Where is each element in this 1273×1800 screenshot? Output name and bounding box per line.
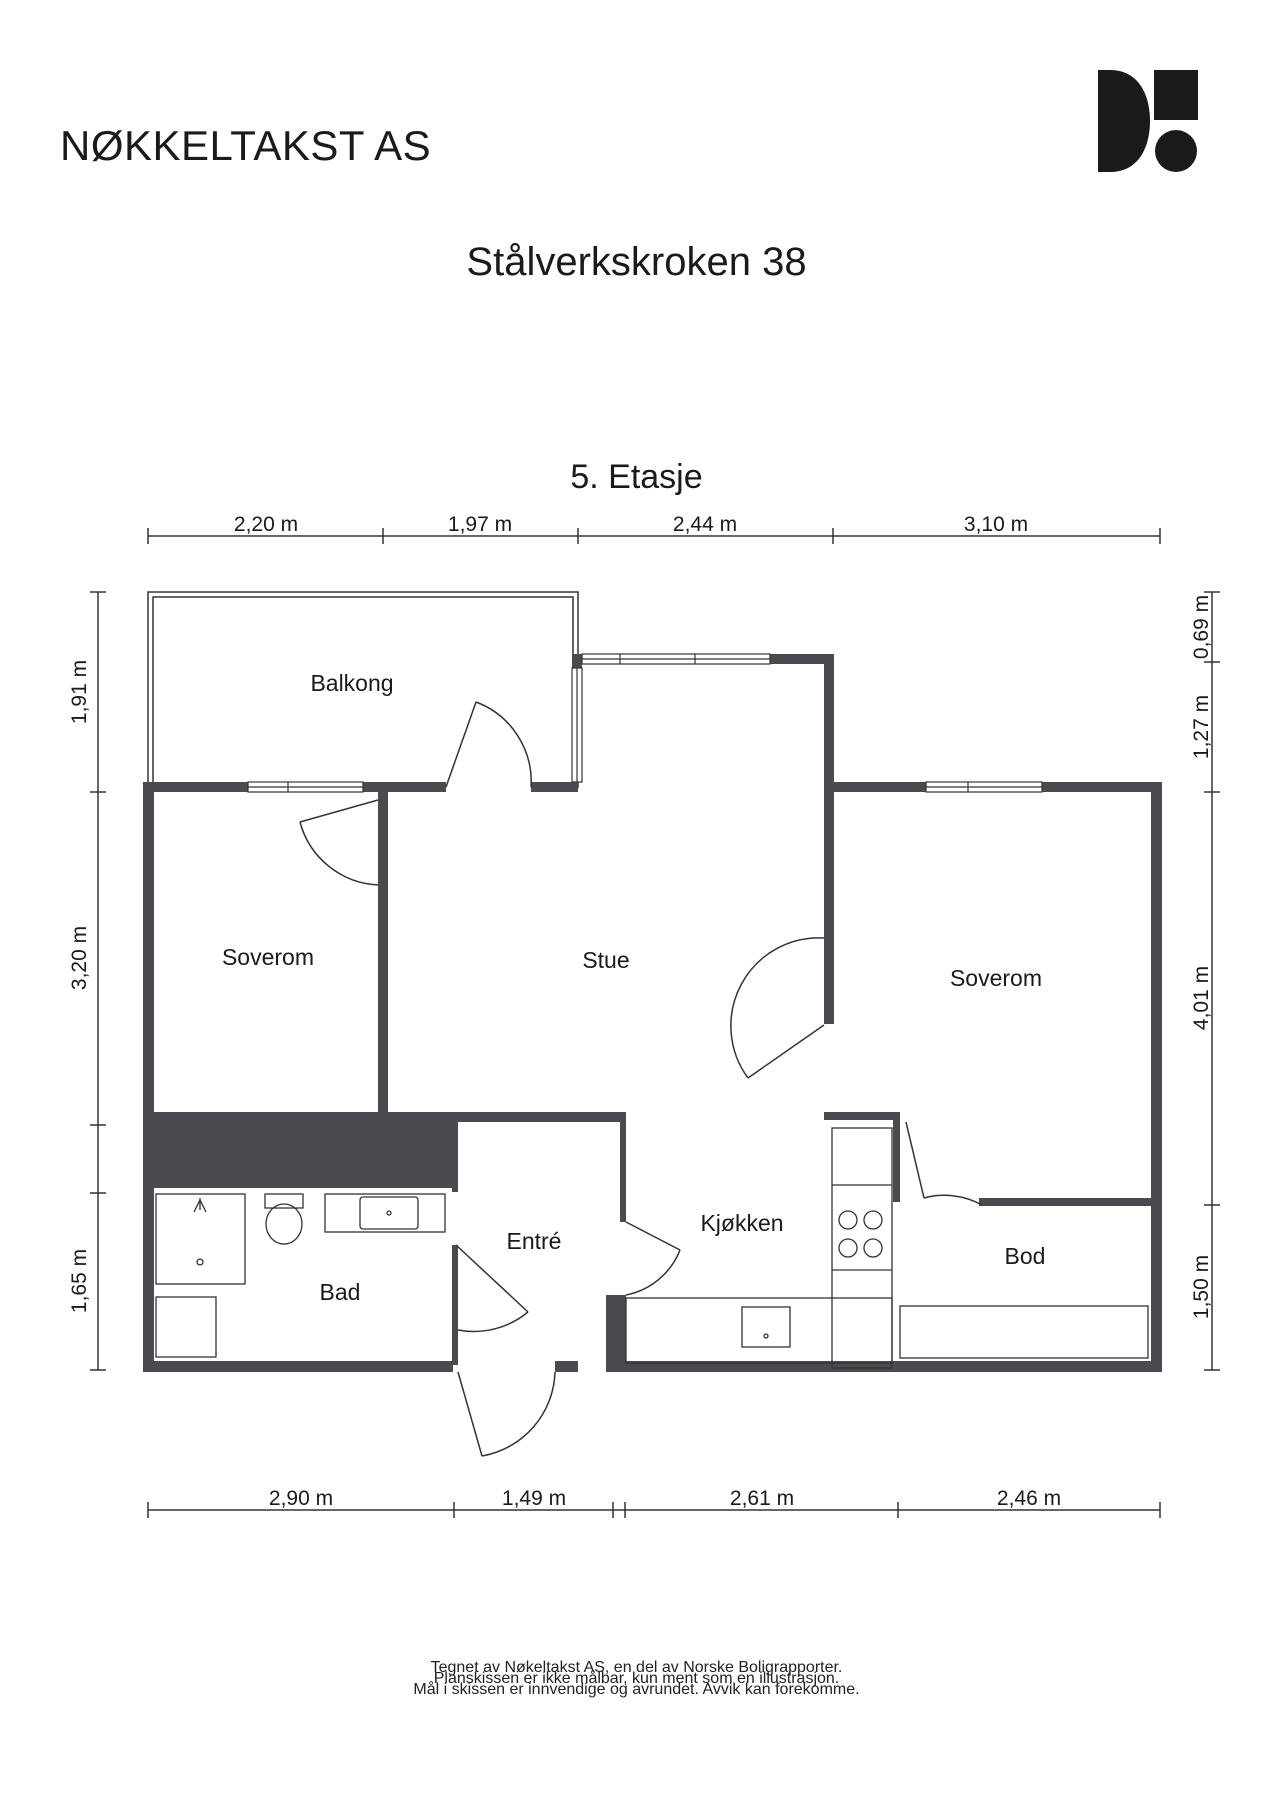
dim-left-3: 1,65 m xyxy=(68,1249,91,1313)
windows xyxy=(247,653,1043,793)
dimension-labels: 2,20 m 1,97 m 2,44 m 3,10 m 2,90 m 1,49 … xyxy=(68,513,1213,1510)
room-soverom-right: Soverom xyxy=(950,965,1042,991)
room-labels: Balkong Soverom Stue Soverom Entré Kjøkk… xyxy=(222,670,1045,1305)
company-name: NØKKELTAKST AS xyxy=(60,122,432,169)
dim-left-2: 3,20 m xyxy=(68,926,91,990)
dim-top-3: 2,44 m xyxy=(673,513,737,536)
room-balkong: Balkong xyxy=(310,670,393,696)
dim-bottom-2: 1,49 m xyxy=(502,1487,566,1510)
dim-right-4: 1,50 m xyxy=(1190,1255,1213,1319)
doors xyxy=(299,701,983,1457)
footer-line-3: Mål i skissen er innvendige og avrundet.… xyxy=(413,1681,860,1698)
dim-left-1: 1,91 m xyxy=(68,660,91,724)
room-stue: Stue xyxy=(582,947,629,973)
company-logo xyxy=(1098,70,1198,172)
footer-line-2: Planskissen er ikke målbar, kun ment som… xyxy=(433,1670,840,1687)
room-bad: Bad xyxy=(320,1279,361,1305)
dim-right-1: 0,69 m xyxy=(1190,595,1213,659)
dim-bottom-3: 2,61 m xyxy=(730,1487,794,1510)
fixtures xyxy=(155,1127,1149,1369)
room-bod: Bod xyxy=(1005,1243,1046,1269)
floor-label: 5. Etasje xyxy=(570,458,703,496)
room-kjokken: Kjøkken xyxy=(700,1210,783,1236)
dimension-lines xyxy=(90,528,1220,1518)
dim-top-2: 1,97 m xyxy=(448,513,512,536)
dim-right-2: 1,27 m xyxy=(1190,695,1213,759)
dim-top-1: 2,20 m xyxy=(234,513,298,536)
room-soverom-left: Soverom xyxy=(222,944,314,970)
footer-line-1: Tegnet av Nøkeltakst AS, en del av Norsk… xyxy=(430,1659,843,1676)
dim-right-3: 4,01 m xyxy=(1190,966,1213,1030)
dim-top-4: 3,10 m xyxy=(964,513,1028,536)
footer-disclaimer: Tegnet av Nøkeltakst AS, en del av Norsk… xyxy=(0,1659,1273,1698)
dim-bottom-1: 2,90 m xyxy=(269,1487,333,1510)
room-entre: Entré xyxy=(507,1228,562,1254)
property-address: Stålverkskroken 38 xyxy=(466,240,807,284)
dim-bottom-4: 2,46 m xyxy=(997,1487,1061,1510)
